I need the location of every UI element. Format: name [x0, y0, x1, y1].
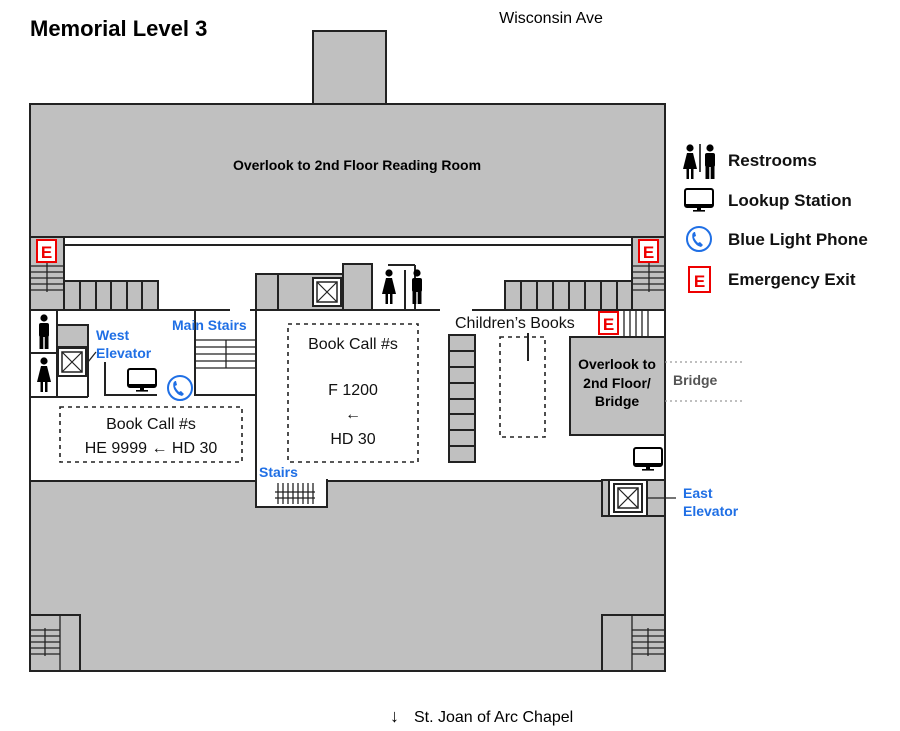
stairs-label: Stairs [259, 464, 298, 480]
svg-text:E: E [603, 315, 614, 334]
book-call-center-to: HD 30 [330, 431, 375, 448]
legend-item-blue-light-phone: Blue Light Phone [686, 226, 868, 252]
overlook-reading-room-label: Overlook to 2nd Floor Reading Room [233, 157, 481, 173]
legend-item-lookup-station: Lookup Station [684, 188, 852, 213]
childrens-books-label: Children’s Books [455, 315, 575, 332]
overlook-bridge-label-line1: Overlook to [578, 356, 656, 372]
restroom-icon [683, 144, 697, 179]
svg-text:Lookup Station: Lookup Station [728, 191, 852, 210]
shelves-northeast [504, 280, 633, 311]
book-call-center-arrow: ← [345, 406, 361, 423]
blue-light-phone-icon[interactable] [167, 375, 193, 401]
svg-text:Emergency Exit: Emergency Exit [728, 270, 856, 289]
shelves-northwest [63, 280, 159, 311]
west-elevator-label-line2: Elevator [96, 345, 152, 361]
monitor-icon [684, 188, 714, 213]
west-elevator-label-line1: West [96, 327, 130, 343]
elevator-icon [312, 277, 342, 307]
emergency-exit-icon: E [36, 239, 57, 263]
south-wing [29, 480, 666, 672]
emergency-exit-icon: E [598, 311, 619, 335]
svg-text:E: E [41, 243, 52, 262]
emergency-exit-icon: E [688, 266, 711, 293]
svg-text:Blue Light Phone: Blue Light Phone [728, 230, 868, 249]
book-call-center-from: F 1200 [328, 382, 378, 399]
west-elevator-icon [57, 347, 87, 377]
east-elevator-label-line1: East [683, 485, 713, 501]
book-call-west-zone [59, 406, 243, 463]
stairs-childrens [618, 309, 649, 337]
overlook-bridge-label-line3: Bridge [595, 393, 640, 409]
stairs-southeast [601, 614, 666, 672]
book-call-west-title: Book Call #s [106, 416, 196, 433]
book-call-center-zone [287, 323, 419, 463]
map-title: Memorial Level 3 [30, 16, 207, 41]
north-tower [312, 30, 387, 106]
emergency-exit-icon: E [638, 239, 659, 263]
overlook-reading-room [29, 103, 666, 238]
stairs-south[interactable] [255, 479, 328, 508]
bridge-label: Bridge [673, 372, 718, 388]
east-elevator-icon [613, 483, 643, 513]
south-arrow: ↓ [390, 706, 399, 726]
svg-text:Restrooms: Restrooms [728, 151, 817, 170]
main-stairs-label: Main Stairs [172, 317, 247, 333]
east-elevator-label-line2: Elevator [683, 503, 739, 519]
street-south: St. Joan of Arc Chapel [414, 709, 573, 726]
childrens-zone [499, 336, 546, 438]
svg-text:E: E [643, 243, 654, 262]
svg-text:E: E [694, 272, 705, 291]
book-call-center-title: Book Call #s [308, 336, 398, 353]
phone-icon [686, 226, 712, 252]
stairs-southwest [29, 614, 81, 672]
overlook-bridge [569, 336, 666, 436]
legend-item-emergency-exit: E Emergency Exit [688, 266, 856, 293]
street-north: Wisconsin Ave [499, 10, 603, 27]
legend: Restrooms Lookup Station Blue Light Phon… [683, 144, 868, 293]
legend-item-restrooms: Restrooms [683, 144, 817, 179]
overlook-bridge-label-line2: 2nd Floor/ [583, 375, 651, 391]
shelves-childrens [448, 334, 476, 463]
book-call-west-range: HE 9999 ← HD 30 [85, 440, 218, 457]
main-stairs[interactable] [194, 310, 257, 396]
